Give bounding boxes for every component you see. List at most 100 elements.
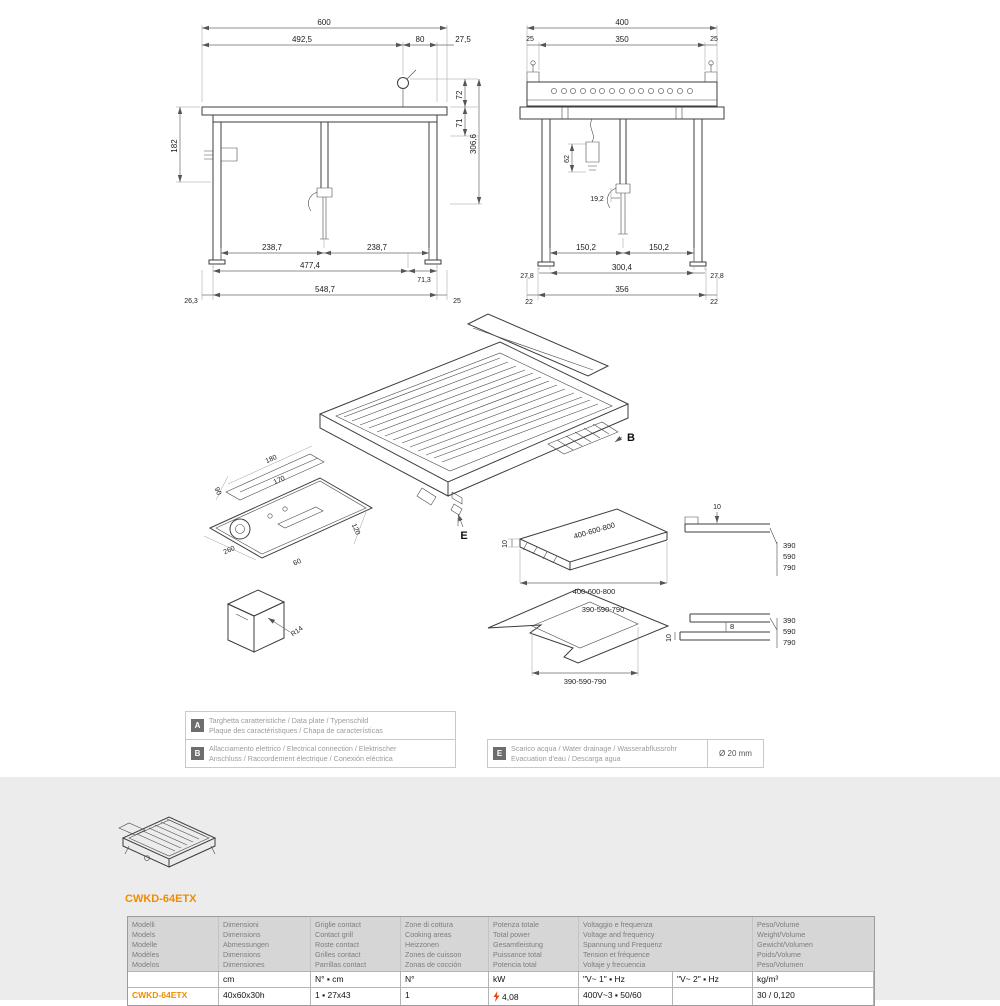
- legend-row-a: A Targhetta caratteristiche / Data plate…: [185, 711, 456, 740]
- iso-box-detail: R14: [226, 589, 304, 653]
- spec-table: Modelli Models Modelle Modèles Modelos D…: [127, 916, 875, 1006]
- legend-row-e: E Scarico acqua / Water drainage / Wasse…: [487, 739, 764, 768]
- spec-header-dimensions: Dimensioni Dimensions Abmessungen Dimens…: [219, 917, 311, 971]
- header-models-fr: Modèles: [132, 950, 160, 959]
- dim-front-right-b: 71: [455, 118, 464, 127]
- header-models-it: Modelli: [132, 920, 155, 929]
- spec-row-v1: 400V~3 ▪ 50/60: [579, 987, 673, 1005]
- dim-side-bot1-b: 300,4: [612, 263, 633, 272]
- dim-side-192: 19,2: [590, 196, 604, 203]
- spec-row-power-value: 4,08: [502, 991, 519, 1002]
- header-grill-fr: Grilles contact: [315, 950, 361, 959]
- cutout-top-stack-790: 790: [783, 563, 796, 572]
- front-structure: [201, 69, 448, 265]
- spec-row-total-power: 4,08: [489, 987, 579, 1005]
- dim-side-top-b: 350: [615, 35, 629, 44]
- dim-front-mid-b: 238,7: [367, 243, 388, 252]
- legend-a-line1: Targhetta caratteristiche / Data plate /…: [209, 715, 369, 725]
- spec-unit-v1: "V~ 1" ▪ Hz: [579, 971, 673, 987]
- side-structure: [519, 60, 725, 267]
- dim-side-top-c: 25: [710, 36, 718, 43]
- spec-header-voltage: Voltaggio e frequenza Voltage and freque…: [579, 917, 753, 971]
- dim-panel-60: 60: [292, 558, 302, 568]
- spec-unit-weight: kg/m³: [753, 971, 874, 987]
- product-thumbnail: [118, 816, 217, 868]
- spec-row-contact-grill: 1 ▪ 27x43: [311, 987, 401, 1005]
- dim-panel-120: 120: [350, 523, 361, 537]
- legend-e-line1: Scarico acqua / Water drainage / Wassera…: [511, 743, 678, 753]
- header-power-de: Gesamtleistung: [493, 940, 543, 949]
- header-areas-es: Zonas de cocción: [405, 960, 462, 969]
- header-power-en: Total power: [493, 930, 530, 939]
- front-view-drawing: 600 492,5 80 27,5 72 71 306,6 182 238,7 …: [170, 18, 482, 305]
- header-dimensions-de: Abmessungen: [223, 940, 269, 949]
- thumbnail-grill-sketch: [118, 816, 217, 868]
- header-power-it: Potenza totale: [493, 920, 539, 929]
- spec-header-weight: Peso/Volume Weight/Volume Gewicht/Volume…: [753, 917, 874, 971]
- dim-front-top-c: 27,5: [455, 35, 471, 44]
- side-dimensions: 400 25 350 25 62 19,2 150,2 150,2 27,8 3…: [520, 18, 724, 306]
- cutout-bottom-dim-label: 390-590-790: [564, 677, 607, 686]
- header-models-en: Models: [132, 930, 156, 939]
- legend-row-b: B Allacciamento elettrico / Electrical c…: [185, 739, 456, 768]
- legend-e-line2: Evacuation d'eau / Descarga agua: [511, 753, 621, 763]
- grill-ribs: [551, 88, 693, 94]
- header-voltage-fr: Tension et fréquence: [583, 950, 650, 959]
- dim-panel-180: 180: [265, 454, 279, 465]
- legend-e-diameter: Ø 20 mm: [707, 740, 763, 767]
- spec-row-model: CWKD-64ETX: [128, 987, 219, 1005]
- cutout-bottom-thickness: 10: [666, 634, 673, 642]
- cutout-top-profile-dim: 10: [713, 504, 721, 511]
- dim-side-bot2-c: 22: [710, 299, 718, 306]
- cutout-bottom-gap: 8: [730, 622, 734, 631]
- dim-front-left: 182: [170, 139, 179, 153]
- cutout-bottom-surface-label: 390-590-790: [582, 605, 625, 614]
- header-areas-de: Heizzonen: [405, 940, 439, 949]
- header-weight-fr: Poids/Volume: [757, 950, 801, 959]
- spec-unit-cooking-areas: N°: [401, 971, 489, 987]
- spec-row-cooking-areas: 1: [401, 987, 489, 1005]
- spec-unit-total-power: kW: [489, 971, 579, 987]
- dim-side-bot2-a: 22: [525, 299, 533, 306]
- header-weight-it: Peso/Volume: [757, 920, 800, 929]
- spec-unit-contact-grill: N° ▪ cm: [311, 971, 401, 987]
- cutout-top-stack-590: 590: [783, 552, 796, 561]
- header-grill-it: Griglie contact: [315, 920, 361, 929]
- header-dimensions-it: Dimensioni: [223, 920, 259, 929]
- dim-side-low-a: 150,2: [576, 243, 597, 252]
- power-bolt-icon: [493, 991, 500, 1002]
- spec-header-total-power: Potenza totale Total power Gesamtleistun…: [489, 917, 579, 971]
- header-dimensions-en: Dimensions: [223, 930, 261, 939]
- callout-e-label: E: [460, 530, 467, 542]
- legend-letter-b: B: [191, 747, 204, 760]
- header-voltage-en: Voltage and frequency: [583, 930, 655, 939]
- legend-b-line1: Allacciamento elettrico / Electrical con…: [209, 743, 397, 753]
- cutout-bottom-stack-390: 390: [783, 616, 796, 625]
- header-voltage-de: Spannung und Frequenz: [583, 940, 663, 949]
- spec-unit-model: [128, 971, 219, 987]
- product-model-title: CWKD-64ETX: [125, 893, 197, 905]
- iso-panel-detail: 180 170 90 260 120 60: [203, 445, 374, 568]
- dim-front-bot-b: 548,7: [315, 285, 336, 294]
- header-dimensions-es: Dimensiones: [223, 960, 265, 969]
- header-weight-en: Weight/Volume: [757, 930, 806, 939]
- dim-side-62: 62: [564, 155, 571, 163]
- spec-header-models: Modelli Models Modelle Modèles Modelos: [128, 917, 219, 971]
- dim-side-bot2-b: 356: [615, 285, 629, 294]
- cutout-detail-top: 400-600-800 400-600-800 10 10 390 590 79…: [502, 504, 796, 596]
- legend-letter-a: A: [191, 719, 204, 732]
- cutout-top-surface-label: 400-600-800: [573, 520, 616, 540]
- spec-unit-v2: "V~ 2" ▪ Hz: [673, 971, 753, 987]
- front-dimensions: 600 492,5 80 27,5 72 71 306,6 182 238,7 …: [170, 18, 482, 305]
- spec-header-contact-grill: Griglie contact Contact grill Roste cont…: [311, 917, 401, 971]
- cutout-detail-bottom: 390-590-790 390-590-790 8 10 390 590 790: [487, 588, 796, 686]
- dim-front-low-b: 71,3: [417, 277, 431, 284]
- dim-side-top-a: 25: [526, 36, 534, 43]
- legend-letter-e: E: [493, 747, 506, 760]
- header-grill-de: Roste contact: [315, 940, 359, 949]
- dim-front-bot-c: 25: [453, 298, 461, 305]
- header-weight-es: Peso/Volumen: [757, 960, 804, 969]
- cutout-top-thickness: 10: [502, 540, 509, 548]
- dim-side-low-b: 150,2: [649, 243, 670, 252]
- iso-grill-assembly: E B: [318, 313, 635, 542]
